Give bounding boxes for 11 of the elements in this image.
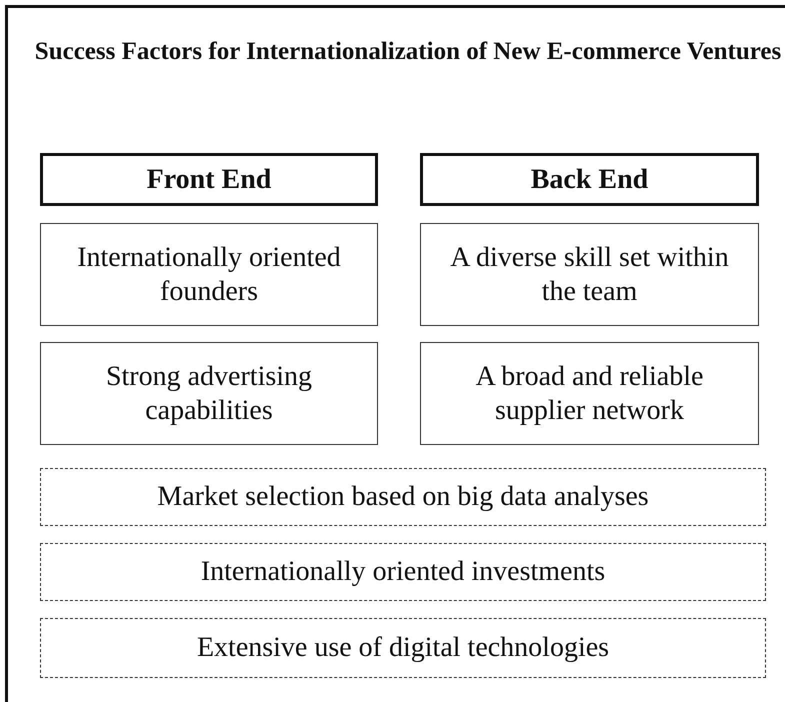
factor-box: Internationally oriented founders (40, 223, 378, 326)
column-header-box: Front End (40, 153, 378, 206)
title-text: Success Factors for Internationalization of New E-commerce Ventures (34, 37, 782, 67)
factor-box: Strong advertising capabilities (40, 342, 378, 445)
shared-factor-box: Market selection based on big data analyses (40, 468, 766, 526)
shared-factor-box: Internationally oriented investments (40, 543, 766, 601)
shared-factor-box: Extensive use of digital technologies (40, 618, 766, 678)
factor-box: A diverse skill set within the team (420, 223, 759, 326)
column-header-box: Back End (420, 153, 759, 206)
frame (5, 5, 785, 702)
factor-box: A broad and reliable supplier network (420, 342, 759, 445)
